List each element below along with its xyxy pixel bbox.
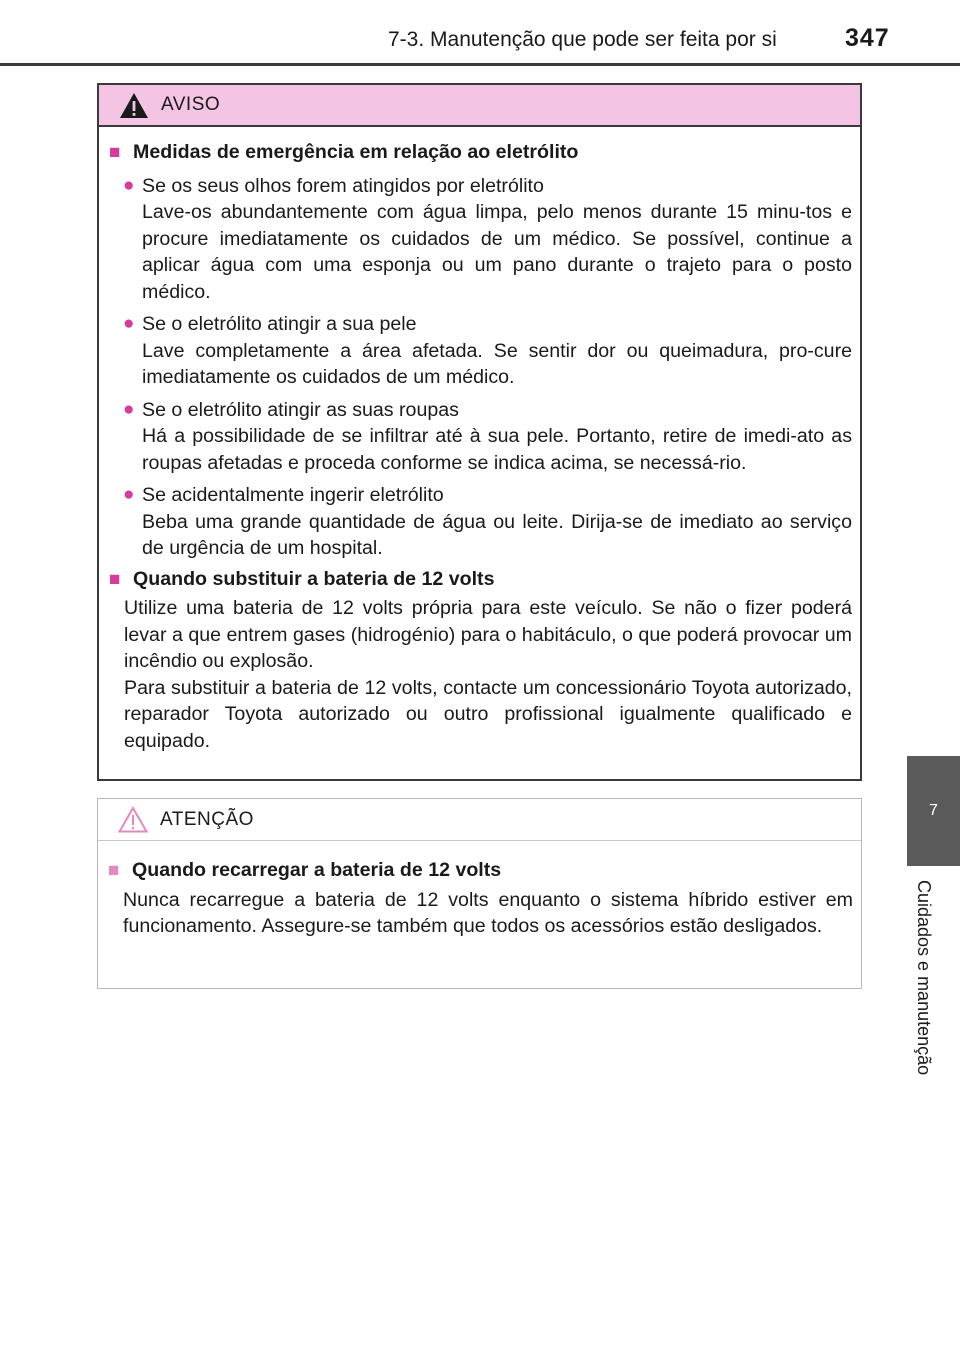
section-title: 7-3. Manutenção que pode ser feita por s…: [388, 28, 777, 51]
bullet-lead: Se acidentalmente ingerir eletrólito: [142, 484, 444, 506]
paragraph: Para substituir a bateria de 12 volts, c…: [124, 676, 852, 752]
chapter-number: 7: [929, 802, 938, 819]
round-bullet-icon: ●: [123, 313, 135, 334]
round-bullet-icon: ●: [123, 398, 135, 420]
bullet-text: Lave completamente a área afetada. Se se…: [142, 339, 852, 389]
page-number: 347: [845, 24, 890, 52]
bullet-lead: Se o eletrólito atingir as suas roupas: [142, 398, 459, 421]
section-heading: ■ Medidas de emergência em relação ao el…: [109, 139, 852, 167]
caution-triangle-icon: [118, 806, 148, 833]
chapter-tab[interactable]: 7: [907, 756, 960, 866]
section-heading-text: Quando recarregar a bateria de 12 volts: [132, 859, 502, 881]
bullet-lead: Se os seus olhos forem atingidos por ele…: [142, 174, 544, 197]
list-item: ● Se o eletrólito atingir a sua pele Lav…: [109, 311, 852, 391]
square-bullet-icon: ■: [109, 142, 121, 163]
bullet-text: Beba uma grande quantidade de água ou le…: [142, 510, 852, 560]
warning-box: AVISO ■ Medidas de emergência em relação…: [97, 83, 862, 781]
list-item: ● Se o eletrólito atingir as suas roupas…: [109, 397, 852, 477]
section-heading-text: Medidas de emergência em relação ao elet…: [133, 141, 579, 163]
header-divider: [0, 63, 960, 66]
square-bullet-icon: ■: [108, 860, 120, 881]
bullet-text: Há a possibilidade de se infiltrar até à…: [142, 425, 852, 474]
round-bullet-icon: ●: [123, 174, 135, 196]
caution-header: ATENÇÃO: [98, 799, 861, 841]
caution-body: ■ Quando recarregar a bateria de 12 volt…: [98, 841, 861, 940]
paragraph: Nunca recarregue a bateria de 12 volts e…: [123, 888, 853, 938]
warning-header: AVISO: [99, 85, 860, 127]
round-bullet-icon: ●: [123, 484, 135, 505]
caution-box: ATENÇÃO ■ Quando recarregar a bateria de…: [97, 798, 862, 989]
caution-title: ATENÇÃO: [160, 808, 254, 830]
section-heading-text: Quando substituir a bateria de 12 volts: [133, 567, 495, 590]
square-bullet-icon: ■: [109, 568, 121, 590]
warning-title: AVISO: [161, 94, 221, 115]
chapter-label: Cuidados e manutenção: [914, 880, 934, 1076]
list-item: ● Se os seus olhos forem atingidos por e…: [109, 173, 852, 306]
warning-body: ■ Medidas de emergência em relação ao el…: [99, 127, 860, 754]
warning-triangle-icon: [120, 92, 148, 118]
bullet-lead: Se o eletrólito atingir a sua pele: [142, 313, 417, 335]
list-item: ● Se acidentalmente ingerir eletrólito B…: [109, 482, 852, 562]
paragraph: Utilize uma bateria de 12 volts própria …: [124, 597, 852, 672]
section-heading: ■ Quando substituir a bateria de 12 volt…: [109, 566, 852, 594]
section-heading: ■ Quando recarregar a bateria de 12 volt…: [108, 857, 853, 885]
bullet-text: Lave-os abundantemente com água limpa, p…: [142, 201, 852, 303]
